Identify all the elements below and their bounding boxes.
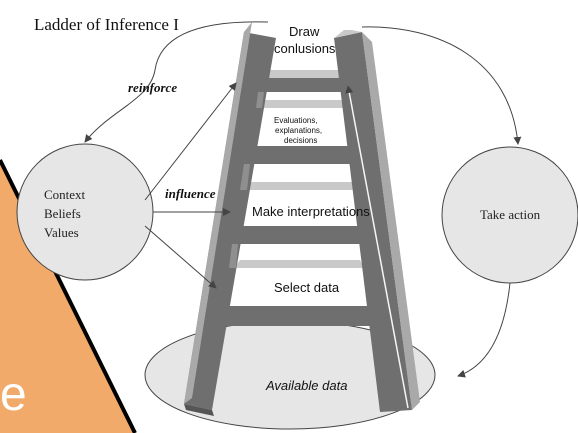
ladder-rungs <box>220 70 370 326</box>
ladder <box>184 22 420 416</box>
reinforce-label: reinforce <box>128 80 177 95</box>
action-to-data-arrow <box>457 282 511 378</box>
select-data-label: Select data <box>274 280 340 295</box>
influence-arrow-up <box>144 82 237 201</box>
flow-arrows <box>84 21 522 378</box>
context-label: Context <box>44 187 86 202</box>
influence-label: influence <box>165 186 216 201</box>
corner-fragment-text: e <box>0 368 27 421</box>
conclusions-label: conlusions <box>274 41 336 56</box>
beliefs-label: Beliefs <box>44 206 81 221</box>
available-data-label: Available data <box>265 378 347 393</box>
context-text-group: Context Beliefs Values <box>44 187 86 240</box>
explanations-label: explanations, <box>275 126 322 135</box>
conclusions-to-action-arrow <box>361 26 522 145</box>
context-beliefs-values-circle <box>16 143 154 281</box>
draw-label: Draw <box>289 24 320 39</box>
influence-arrow-down <box>144 225 217 289</box>
values-label: Values <box>44 225 79 240</box>
decisions-label: decisions <box>284 136 317 145</box>
diagram-title: Ladder of Inference I <box>34 15 179 34</box>
make-interpretations-label: Make interpretations <box>252 204 370 219</box>
ladder-step-shading <box>229 92 264 268</box>
ladder-left-rail <box>184 22 276 416</box>
take-action-label: Take action <box>480 207 541 222</box>
reinforce-arrow <box>84 21 269 143</box>
evaluations-label: Evaluations, <box>274 116 318 125</box>
rung-labels: Draw conlusions Evaluations, explanation… <box>252 24 370 295</box>
climb-arrow-line <box>345 85 409 409</box>
